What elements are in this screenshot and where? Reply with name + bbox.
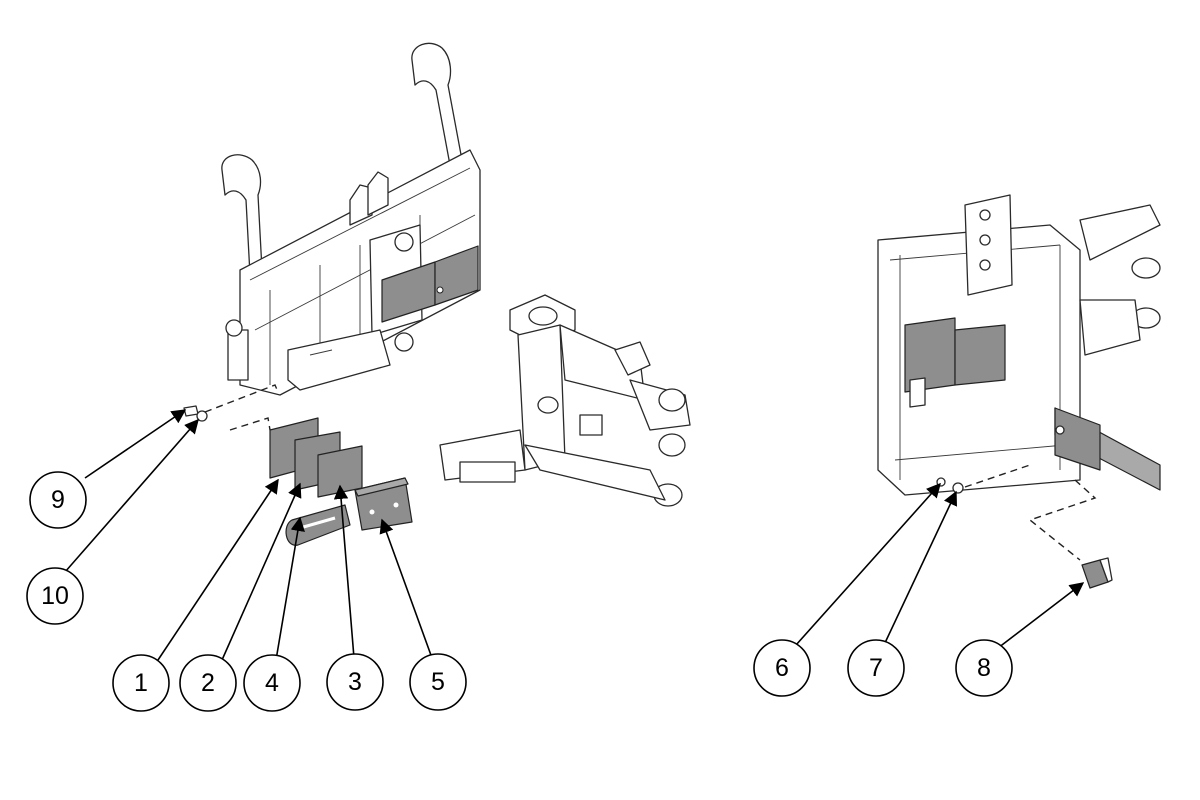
part-6-bolt xyxy=(936,477,946,487)
callout-6: 6 xyxy=(753,639,811,697)
svg-text:9: 9 xyxy=(51,486,65,514)
callout-7: 7 xyxy=(847,639,905,697)
svg-text:1: 1 xyxy=(134,669,148,697)
part-7-washer xyxy=(952,482,964,494)
svg-text:7: 7 xyxy=(869,654,883,682)
callout-8: 8 xyxy=(955,639,1013,697)
part-9-bolt xyxy=(183,405,199,417)
callout-10: 10 xyxy=(26,567,84,625)
svg-text:2: 2 xyxy=(201,669,215,697)
svg-text:10: 10 xyxy=(41,582,69,610)
right-hitch-frame xyxy=(877,194,1161,496)
callout-2: 2 xyxy=(179,654,237,712)
svg-text:4: 4 xyxy=(265,669,279,697)
part-10-washer xyxy=(196,410,208,422)
part-4-slotted-plate xyxy=(285,504,351,546)
svg-text:6: 6 xyxy=(775,654,789,682)
callout-5: 5 xyxy=(409,653,467,711)
left-hitch-frame xyxy=(221,42,481,396)
leader-lines xyxy=(64,409,1085,661)
svg-text:5: 5 xyxy=(431,668,445,696)
svg-text:8: 8 xyxy=(977,654,991,682)
assembly-guide-lines xyxy=(204,384,1097,561)
svg-text:3: 3 xyxy=(348,668,362,696)
callout-1: 1 xyxy=(112,654,170,712)
callout-9: 9 xyxy=(29,471,87,529)
middle-loader-frame xyxy=(439,294,691,507)
callout-3: 3 xyxy=(326,653,384,711)
callout-4: 4 xyxy=(243,654,301,712)
exploded-parts xyxy=(183,405,1113,589)
